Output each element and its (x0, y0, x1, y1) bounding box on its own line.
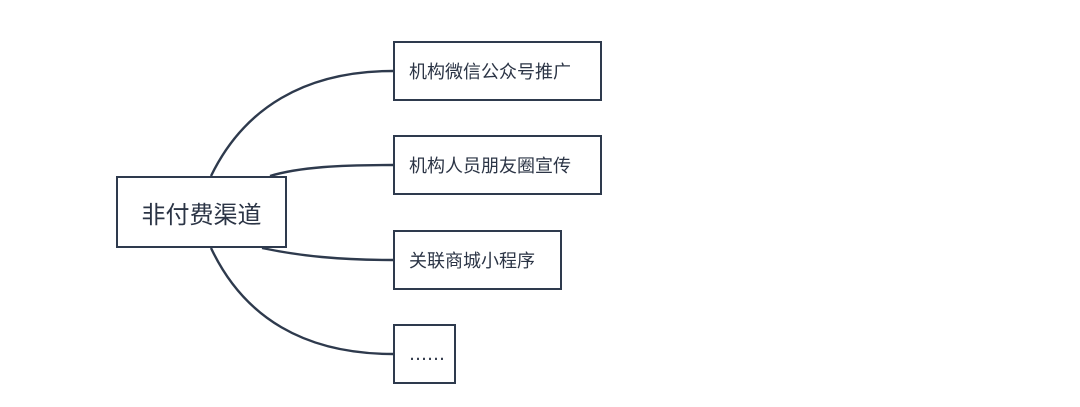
child-node-staff-moments: 机构人员朋友圈宣传 (393, 135, 602, 195)
root-node-label: 非付费渠道 (141, 200, 262, 229)
child-node-label: 机构微信公众号推广 (409, 62, 571, 83)
root-node: 非付费渠道 (116, 176, 287, 248)
connector-root-to-child-0 (209, 69, 394, 177)
child-node-label: 关联商城小程序 (409, 251, 535, 272)
child-node-label: 机构人员朋友圈宣传 (409, 156, 571, 177)
child-node-mall-mini-program: 关联商城小程序 (393, 230, 562, 290)
child-node-ellipsis: …… (393, 324, 456, 384)
connector-root-to-child-2 (261, 246, 394, 262)
child-node-label: …… (409, 343, 445, 365)
connector-root-to-child-1 (269, 163, 394, 178)
child-node-wechat-official-account: 机构微信公众号推广 (393, 41, 602, 101)
connector-root-to-child-3 (209, 247, 394, 356)
